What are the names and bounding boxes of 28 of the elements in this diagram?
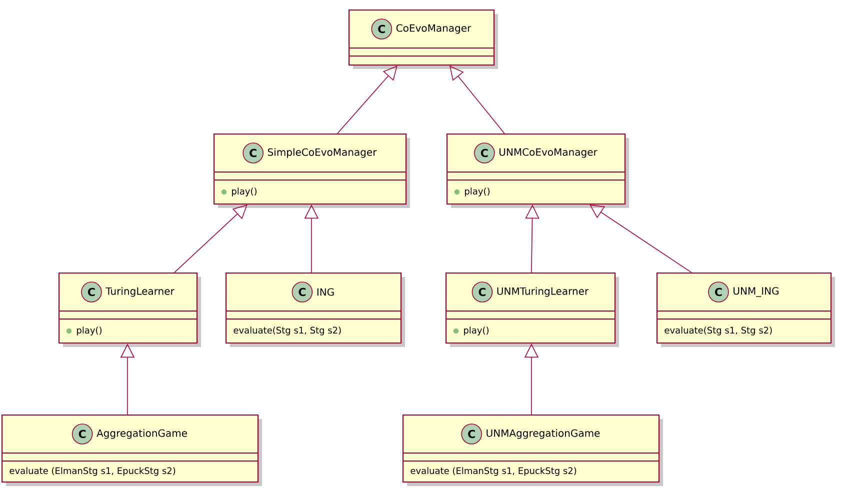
class-box [225,272,405,347]
inheritance-arrow [337,66,398,134]
method: evaluate (ElmanStg s1, EpuckStg s2) [10,467,176,476]
class-name: UNM_ING [734,287,778,297]
class-box [445,272,619,347]
method: evaluate (ElmanStg s1, EpuckStg s2) [410,467,576,476]
class-name: ING [317,288,334,296]
class-box [213,133,410,208]
class-box [402,414,663,486]
class-box [446,133,629,208]
class-name: UNMAggregationGame [486,429,600,439]
class-name: UNMTuringLearner [497,287,589,297]
class-name: CoEvoManager [396,24,472,34]
class-name: AggregationGame [96,429,187,439]
method: play() [465,188,490,196]
method: play() [464,326,489,336]
method: play() [232,188,257,196]
method: evaluate(Stg s1, Stg s2) [664,326,772,336]
class-box [1,414,262,486]
method: play() [77,326,102,336]
class-box [656,272,835,347]
class-name: UNMCoEvoManager [500,148,598,158]
class-box [348,9,498,69]
inheritance-arrow [174,204,248,273]
class-box [58,272,201,347]
class-name: SimpleCoEvoManager [268,148,377,158]
class-name: TuringLearner [106,287,174,297]
method: evaluate(Stg s1, Stg s2) [234,326,341,336]
